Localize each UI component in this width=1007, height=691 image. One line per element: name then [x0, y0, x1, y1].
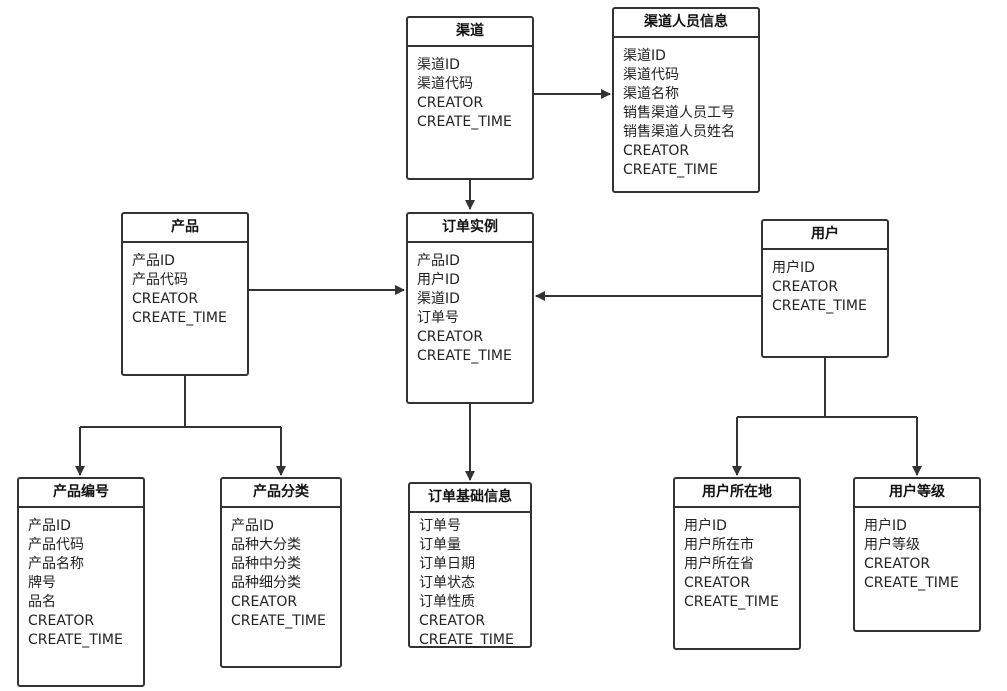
entity-field: CREATE_TIME: [864, 575, 959, 591]
entity-field: CREATOR: [231, 594, 298, 610]
entity-title: 产品: [123, 214, 247, 243]
entity-channel[interactable]: 渠道渠道ID 渠道代码 CREATOR CREATE_TIME: [406, 16, 534, 180]
entity-field: 产品ID: [28, 518, 71, 534]
entity-field-list: 产品ID 品种大分类品种中分类品种细分类 CREATOR CREATE_TIME: [222, 508, 340, 631]
entity-field: 产品ID: [231, 518, 274, 534]
entity-field: 产品代码: [28, 537, 84, 553]
entity-field: CREATOR: [417, 329, 484, 345]
entity-field: 品种细分类: [231, 575, 301, 591]
entity-field: 产品代码: [132, 272, 188, 288]
entity-product-code[interactable]: 产品编号产品ID 产品代码产品名称牌号品名 CREATOR CREATE_TIME: [17, 477, 145, 687]
entity-field-list: 订单号订单量订单日期订单状态订单性质 CREATOR CREATE_TIME: [410, 513, 530, 650]
entity-field-list: 用户ID 用户所在市用户所在省 CREATOR CREATE_TIME: [675, 508, 799, 612]
entity-user-location[interactable]: 用户所在地用户ID 用户所在市用户所在省 CREATOR CREATE_TIME: [673, 477, 801, 650]
entity-field: 用户所在市: [684, 537, 754, 553]
entity-field: CREATE_TIME: [623, 162, 718, 178]
entity-title: 渠道人员信息: [614, 9, 758, 38]
entity-field-list: 用户ID CREATOR CREATE_TIME: [763, 250, 887, 316]
connector-user-trunk: [737, 357, 917, 418]
entity-product[interactable]: 产品产品ID 产品代码 CREATOR CREATE_TIME: [121, 212, 249, 376]
entity-field: 渠道代码: [623, 67, 679, 83]
entity-field: 牌号: [28, 575, 56, 591]
entity-field-list: 用户ID 用户等级 CREATOR CREATE_TIME: [855, 508, 979, 593]
entity-field: 用户ID: [772, 260, 815, 276]
entity-user[interactable]: 用户用户ID CREATOR CREATE_TIME: [761, 219, 889, 358]
entity-field: CREATOR: [684, 575, 751, 591]
entity-field: 品种中分类: [231, 556, 301, 572]
entity-field: 渠道ID: [417, 291, 460, 307]
entity-field: CREATE_TIME: [417, 348, 512, 364]
entity-field: 品种大分类: [231, 537, 301, 553]
entity-field: CREATE_TIME: [417, 114, 512, 130]
entity-title: 产品编号: [19, 479, 143, 508]
entity-title: 用户等级: [855, 479, 979, 508]
entity-field: 渠道代码: [417, 76, 473, 92]
entity-field: CREATE_TIME: [132, 310, 227, 326]
entity-field: 用户等级: [864, 537, 920, 553]
entity-field: 渠道名称: [623, 86, 679, 102]
entity-field-list: 渠道ID 渠道代码 CREATOR CREATE_TIME: [408, 47, 532, 132]
entity-field: CREATOR: [132, 291, 199, 307]
entity-field: 订单量: [419, 537, 461, 553]
entity-field: CREATOR: [417, 95, 484, 111]
entity-title: 用户: [763, 221, 887, 250]
entity-field: 订单性质: [419, 594, 475, 610]
entity-field: 用户ID: [684, 518, 727, 534]
entity-field: CREATOR: [419, 613, 486, 629]
entity-field: 产品ID: [132, 253, 175, 269]
entity-title: 用户所在地: [675, 479, 799, 508]
entity-field: CREATOR: [772, 279, 839, 295]
entity-field: 产品名称: [28, 556, 84, 572]
entity-field: CREATE_TIME: [684, 594, 779, 610]
entity-order-instance[interactable]: 订单实例产品ID 用户ID 渠道ID 订单号 CREATOR CREATE_TIME: [406, 212, 534, 404]
entity-field: CREATOR: [28, 613, 95, 629]
entity-field: 订单号: [419, 518, 461, 534]
entity-field: CREATE_TIME: [231, 613, 326, 629]
entity-field: 用户ID: [417, 272, 460, 288]
entity-field-list: 产品ID 产品代码产品名称牌号品名 CREATOR CREATE_TIME: [19, 508, 143, 650]
entity-field: 产品ID: [417, 253, 460, 269]
entity-field-list: 产品ID 产品代码 CREATOR CREATE_TIME: [123, 243, 247, 328]
entity-field: CREATE_TIME: [419, 632, 514, 648]
entity-field: 品名: [28, 594, 56, 610]
entity-field: 订单日期: [419, 556, 475, 572]
entity-field: 销售渠道人员姓名: [623, 124, 735, 140]
entity-field: 用户所在省: [684, 556, 754, 572]
entity-field: CREATE_TIME: [772, 298, 867, 314]
entity-field: 用户ID: [864, 518, 907, 534]
entity-title: 产品分类: [222, 479, 340, 508]
entity-title: 渠道: [408, 18, 532, 47]
entity-title: 订单实例: [408, 214, 532, 243]
entity-product-category[interactable]: 产品分类产品ID 品种大分类品种中分类品种细分类 CREATOR CREATE_TIM…: [220, 477, 342, 668]
connector-product-trunk: [80, 375, 281, 428]
entity-field: 销售渠道人员工号: [623, 105, 735, 121]
entity-title: 订单基础信息: [410, 484, 530, 513]
entity-field: 渠道ID: [623, 48, 666, 64]
entity-field: 订单号: [417, 310, 459, 326]
entity-field-list: 渠道ID 渠道代码渠道名称销售渠道人员工号销售渠道人员姓名 CREATOR CREAT…: [614, 38, 758, 180]
entity-order-base[interactable]: 订单基础信息订单号订单量订单日期订单状态订单性质 CREATOR CREATE_TI…: [408, 482, 532, 648]
entity-channel-staff[interactable]: 渠道人员信息渠道ID 渠道代码渠道名称销售渠道人员工号销售渠道人员姓名 CREATO…: [612, 7, 760, 193]
entity-field: 渠道ID: [417, 57, 460, 73]
entity-field: CREATOR: [864, 556, 931, 572]
entity-field: CREATE_TIME: [28, 632, 123, 648]
entity-field: 订单状态: [419, 575, 475, 591]
entity-field: CREATOR: [623, 143, 690, 159]
entity-field-list: 产品ID 用户ID 渠道ID 订单号 CREATOR CREATE_TIME: [408, 243, 532, 366]
